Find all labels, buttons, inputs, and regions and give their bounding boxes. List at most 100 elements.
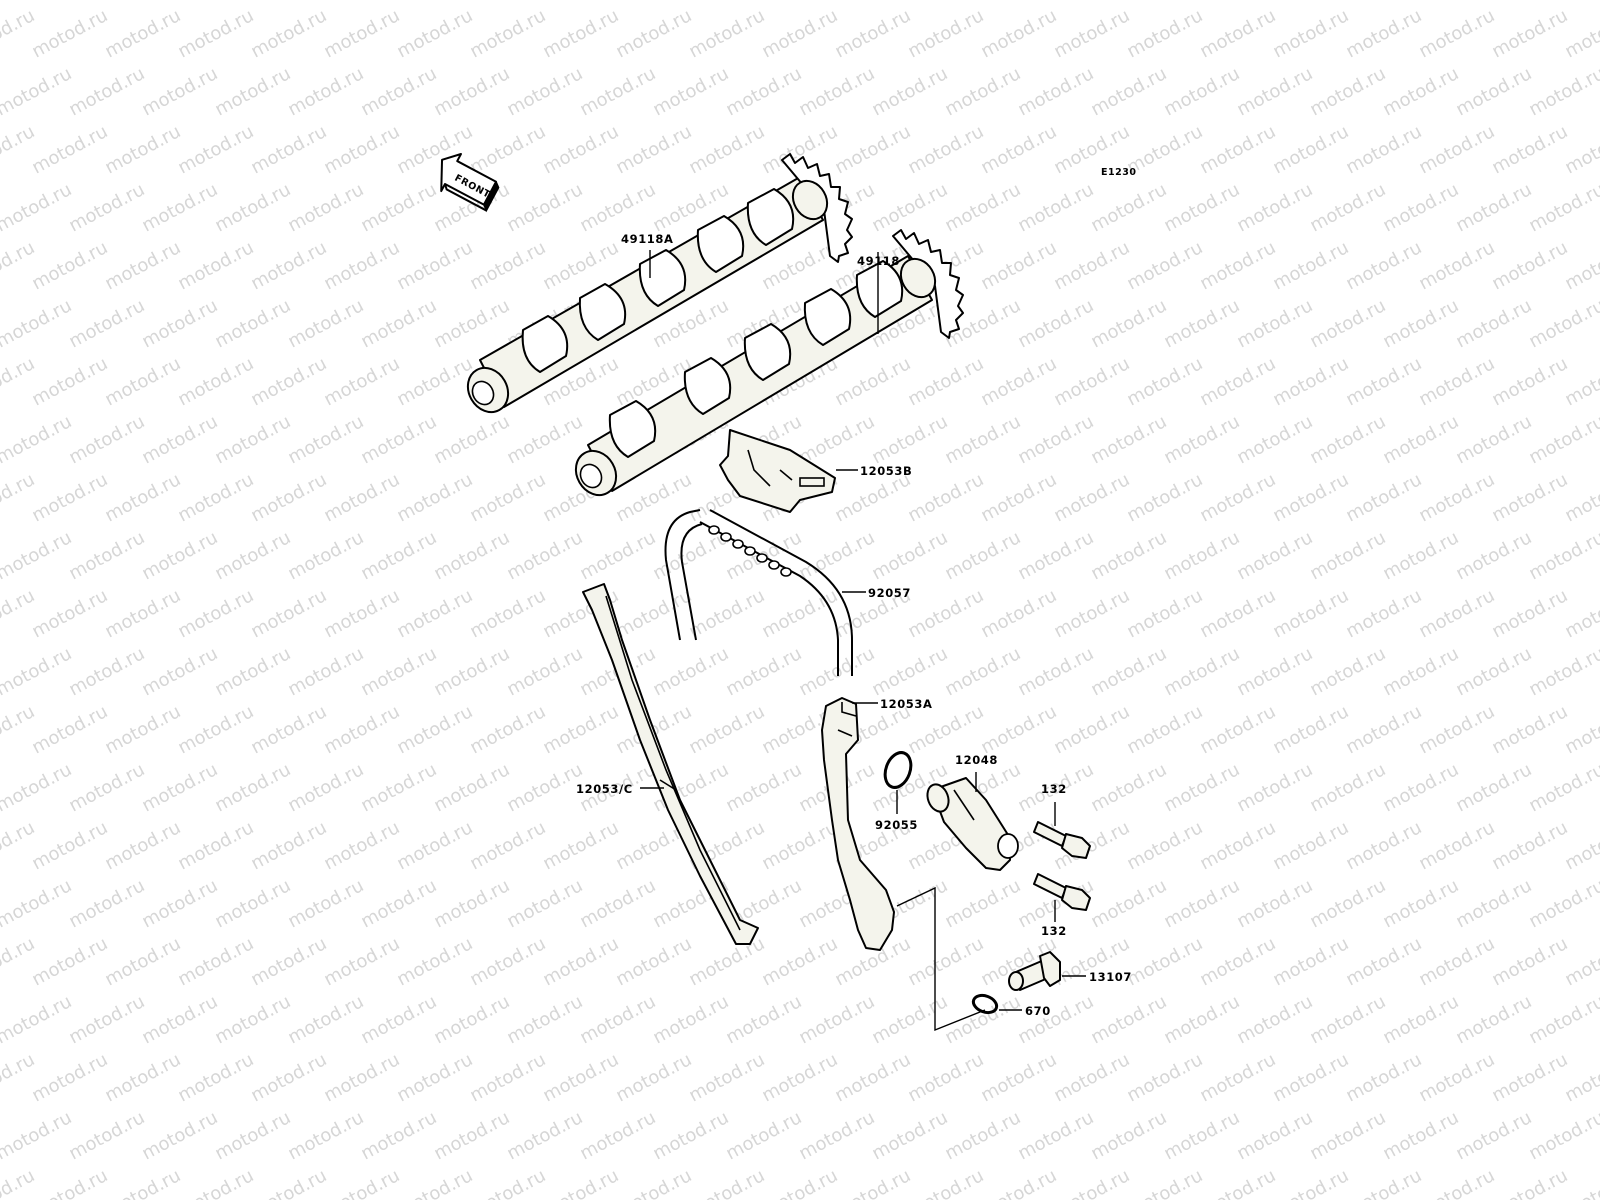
watermark-text: motod.ru	[977, 1049, 1060, 1106]
watermark-text: motod.ru	[539, 5, 622, 62]
watermark-text: motod.ru	[1415, 585, 1498, 642]
watermark-text: motod.ru	[977, 237, 1060, 294]
watermark-text: motod.ru	[1452, 527, 1535, 584]
watermark-text: motod.ru	[28, 353, 111, 410]
watermark-text: motod.ru	[357, 1107, 440, 1164]
watermark-text: motod.ru	[211, 875, 294, 932]
watermark-text: motod.ru	[174, 933, 257, 990]
watermark-text: motod.ru	[1269, 5, 1352, 62]
watermark-text: motod.ru	[1196, 701, 1279, 758]
watermark-text: motod.ru	[247, 469, 330, 526]
watermark-text: motod.ru	[1488, 469, 1571, 526]
watermark-text: motod.ru	[1196, 1165, 1279, 1200]
watermark-text: motod.ru	[320, 237, 403, 294]
watermark-text: motod.ru	[612, 1049, 695, 1106]
watermark-text: motod.ru	[138, 527, 221, 584]
watermark-text: motod.ru	[28, 121, 111, 178]
watermark-text: motod.ru	[320, 1049, 403, 1106]
watermark-text: motod.ru	[1196, 5, 1279, 62]
label-tensioner-guide: 12053A	[880, 697, 933, 711]
watermark-text: motod.ru	[1087, 1107, 1170, 1164]
watermark-text: motod.ru	[612, 5, 695, 62]
watermark-text: motod.ru	[649, 1107, 732, 1164]
watermark-text: motod.ru	[1342, 1165, 1425, 1200]
watermark-text: motod.ru	[357, 991, 440, 1048]
watermark-text: motod.ru	[393, 469, 476, 526]
watermark-text: motod.ru	[138, 0, 221, 4]
watermark-text: motod.ru	[1561, 237, 1600, 294]
watermark-text: motod.ru	[758, 817, 841, 874]
watermark-text: motod.ru	[284, 179, 367, 236]
watermark-text: motod.ru	[0, 469, 38, 526]
label-bolt-upper: 132	[1041, 782, 1067, 796]
watermark-text: motod.ru	[1488, 701, 1571, 758]
watermark-text: motod.ru	[138, 295, 221, 352]
watermark-text: motod.ru	[1488, 353, 1571, 410]
watermark-text: motod.ru	[576, 1107, 659, 1164]
watermark-text: motod.ru	[1196, 585, 1279, 642]
watermark-text: motod.ru	[904, 5, 987, 62]
watermark-text: motod.ru	[1452, 1107, 1535, 1164]
watermark-text: motod.ru	[1488, 121, 1571, 178]
watermark-text: motod.ru	[904, 353, 987, 410]
watermark-text: motod.ru	[1561, 469, 1600, 526]
watermark-text: motod.ru	[1379, 759, 1462, 816]
watermark-text: motod.ru	[65, 411, 148, 468]
watermark-text: motod.ru	[174, 1049, 257, 1106]
watermark-text: motod.ru	[174, 585, 257, 642]
watermark-text: motod.ru	[1014, 527, 1097, 584]
watermark-text: motod.ru	[1342, 1049, 1425, 1106]
watermark-text: motod.ru	[101, 585, 184, 642]
watermark-text: motod.ru	[1379, 0, 1462, 4]
watermark-text: motod.ru	[503, 0, 586, 4]
watermark-text: motod.ru	[1050, 1165, 1133, 1200]
watermark-text: motod.ru	[1087, 643, 1170, 700]
watermark-text: motod.ru	[211, 63, 294, 120]
watermark-text: motod.ru	[28, 1049, 111, 1106]
watermark-text: motod.ru	[138, 1107, 221, 1164]
watermark-text: motod.ru	[795, 991, 878, 1048]
watermark-text: motod.ru	[685, 5, 768, 62]
watermark-text: motod.ru	[466, 5, 549, 62]
watermark-text: motod.ru	[393, 1165, 476, 1200]
watermark-text: motod.ru	[284, 527, 367, 584]
watermark-text: motod.ru	[831, 1049, 914, 1106]
chain-link	[732, 539, 744, 549]
watermark-text: motod.ru	[685, 585, 768, 642]
watermark-text: motod.ru	[503, 1107, 586, 1164]
watermark-text: motod.ru	[1561, 5, 1600, 62]
bracket-leader	[896, 886, 986, 1032]
watermark-text: motod.ru	[503, 63, 586, 120]
watermark-text: motod.ru	[101, 933, 184, 990]
watermark-text: motod.ru	[174, 701, 257, 758]
watermark-text: motod.ru	[1561, 1049, 1600, 1106]
watermark-text: motod.ru	[284, 991, 367, 1048]
watermark-text: motod.ru	[1488, 1165, 1571, 1200]
watermark-text: motod.ru	[503, 991, 586, 1048]
ref-code: E1230	[1101, 167, 1136, 178]
watermark-text: motod.ru	[1306, 991, 1389, 1048]
watermark-text: motod.ru	[320, 121, 403, 178]
cam-chain	[664, 509, 853, 676]
watermark-text: motod.ru	[1123, 1049, 1206, 1106]
watermark-text: motod.ru	[1123, 469, 1206, 526]
watermark-text: motod.ru	[868, 179, 951, 236]
label-o-ring-tensioner: 92055	[875, 818, 918, 832]
watermark-text: motod.ru	[977, 353, 1060, 410]
watermark-text: motod.ru	[904, 469, 987, 526]
watermark-text: motod.ru	[1561, 701, 1600, 758]
watermark-text: motod.ru	[503, 527, 586, 584]
watermark-text: motod.ru	[503, 179, 586, 236]
watermark-text: motod.ru	[320, 585, 403, 642]
watermark-text: motod.ru	[65, 0, 148, 4]
watermark-text: motod.ru	[0, 295, 75, 352]
watermark-text: motod.ru	[904, 121, 987, 178]
watermark-text: motod.ru	[1050, 237, 1133, 294]
watermark-text: motod.ru	[1014, 643, 1097, 700]
watermark-text: motod.ru	[65, 991, 148, 1048]
watermark-text: motod.ru	[284, 411, 367, 468]
watermark-text: motod.ru	[174, 121, 257, 178]
watermark-text: motod.ru	[1123, 5, 1206, 62]
watermark-text: motod.ru	[357, 0, 440, 4]
watermark-text: motod.ru	[1160, 643, 1243, 700]
